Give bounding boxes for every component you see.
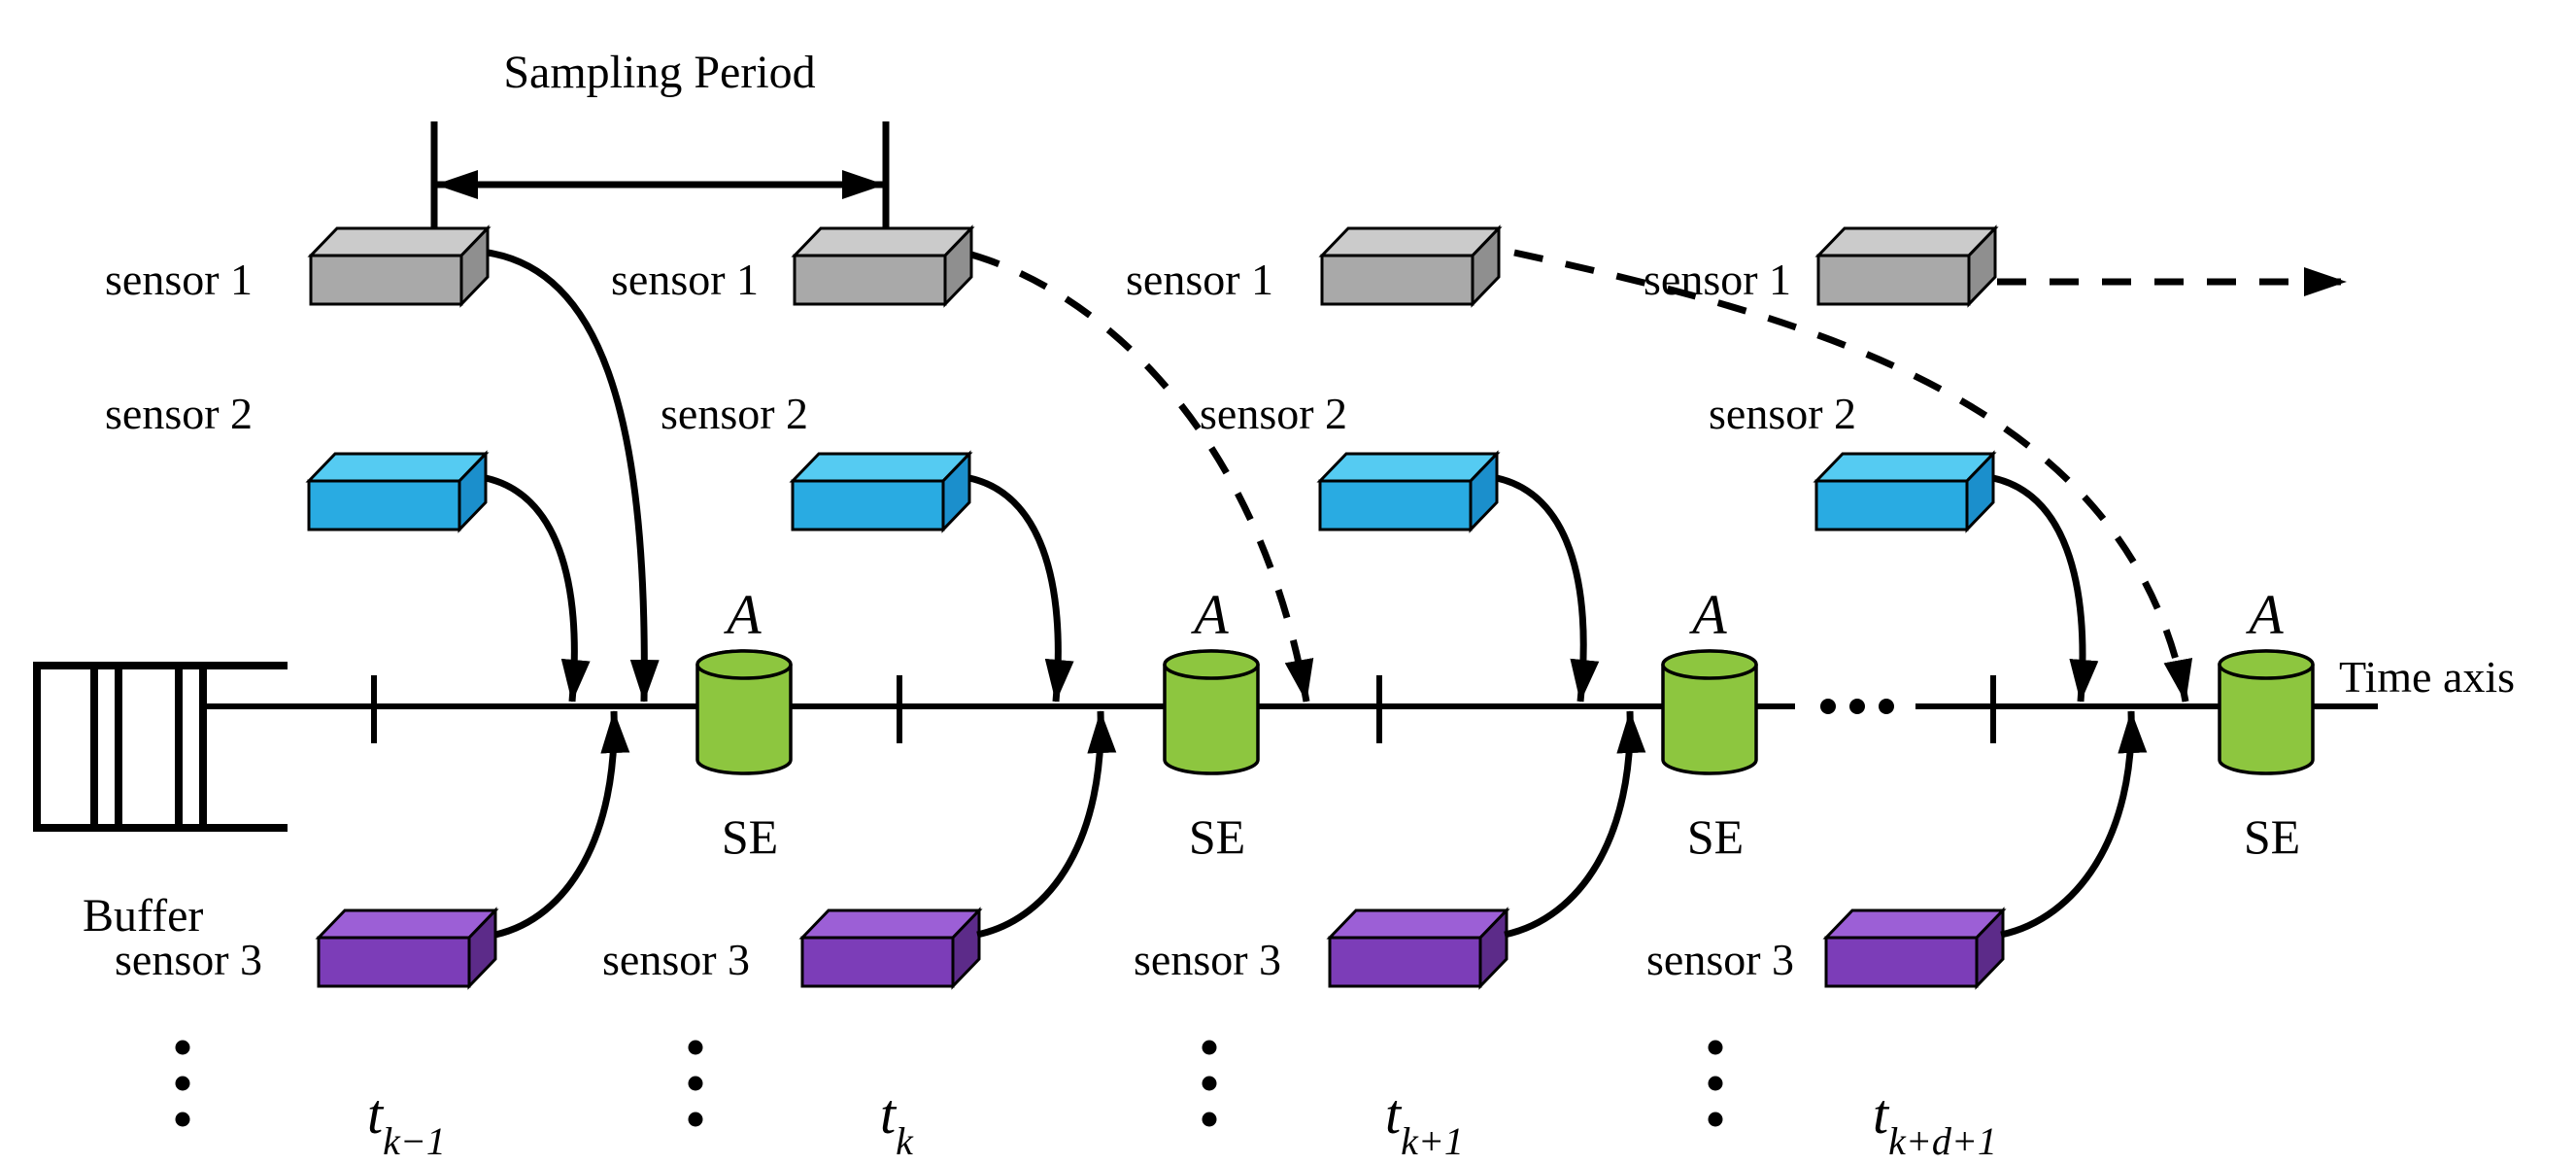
storage-element-cylinder [1163, 649, 1260, 775]
buffer-label: Buffer [83, 890, 203, 942]
sensor3-label: sensor 3 [1646, 935, 1794, 984]
sensor3-arrival-arrow [2000, 710, 2148, 939]
sensor2-box [1316, 450, 1501, 533]
sensor2-arrival-arrow [968, 474, 1074, 702]
time-label-tkd1: tk+d+1 [1873, 1082, 1997, 1163]
sensor2-box [789, 450, 973, 533]
sensor1-label: sensor 1 [1644, 255, 1791, 304]
time-label-tk: tk [880, 1082, 914, 1163]
vertical-ellipsis [175, 1040, 190, 1127]
sensor2-box [305, 450, 490, 533]
sensor3-arrival-arrow [494, 710, 630, 939]
sensor3-label: sensor 3 [602, 935, 750, 984]
sensor1-label: sensor 1 [611, 255, 759, 304]
cylinder-se-label: SE [1687, 809, 1744, 864]
sensor1-label: sensor 1 [105, 255, 253, 304]
cylinder-a-label: A [1688, 583, 1727, 646]
cylinder-a-label: A [723, 583, 762, 646]
sampling-period-label: Sampling Period [503, 47, 815, 98]
sensor3-box [798, 907, 983, 990]
sensor2-label: sensor 2 [661, 389, 808, 438]
sensor2-box [1813, 450, 1997, 533]
cylinder-a-label: A [2245, 583, 2284, 646]
storage-element-cylinder [1661, 649, 1758, 775]
axis-ellipsis-dots [1820, 699, 1894, 714]
sensor1-delayed-arrival-dashed-arrow [970, 251, 1314, 702]
sensor2-label: sensor 2 [1709, 389, 1856, 438]
sensor2-arrival-arrow [1992, 474, 2099, 702]
sensor1-box [1814, 224, 1999, 308]
sensor2-arrival-arrow [1496, 474, 1600, 702]
time-axis-label: Time axis [2339, 652, 2515, 702]
sensor2-label: sensor 2 [1200, 389, 1347, 438]
sensor3-box [1326, 907, 1510, 990]
sensor1-delayed-arrival-dashed-arrow [1513, 249, 2193, 702]
sensor1-box [1318, 224, 1503, 308]
sampling-group-tk1: sensor 1 sensor 2 sensor 3 A SE tk+1 [1126, 224, 2193, 1163]
time-label-tk1: tk+1 [1385, 1082, 1464, 1163]
cylinder-a-label: A [1190, 583, 1229, 646]
sampling-group-tkd1: sensor 1 sensor 2 sensor 3 A SE tk+d+1 [1644, 224, 2347, 1163]
vertical-ellipsis [1202, 1040, 1217, 1127]
sensor1-arrival-arrow [487, 249, 660, 702]
sensor2-arrival-arrow [485, 474, 591, 702]
time-label-tk-1: tk−1 [367, 1082, 446, 1163]
sensor3-label: sensor 3 [1134, 935, 1281, 984]
cylinder-se-label: SE [722, 809, 778, 864]
buffer-queue: Buffer [33, 662, 288, 942]
sampling-group-tk-1: sensor 1 sensor 2 sensor 3 A SE tk−1 [105, 224, 793, 1163]
sensor3-label: sensor 3 [115, 935, 262, 984]
sampling-period-bracket: Sampling Period [430, 47, 890, 250]
cylinder-se-label: SE [1189, 809, 1245, 864]
sensor1-box [307, 224, 491, 308]
sampling-group-tk: sensor 1 sensor 2 sensor 3 A SE tk [602, 224, 1314, 1163]
sensor1-box [791, 224, 975, 308]
time-axis: Time axis [202, 652, 2515, 743]
storage-element-cylinder [695, 649, 793, 775]
cylinder-se-label: SE [2244, 809, 2300, 864]
sensor1-label: sensor 1 [1126, 255, 1273, 304]
storage-element-cylinder [2218, 649, 2315, 775]
sensor2-label: sensor 2 [105, 389, 253, 438]
vertical-ellipsis [688, 1040, 703, 1127]
vertical-ellipsis [1708, 1040, 1723, 1127]
sensor3-arrival-arrow [976, 710, 1117, 939]
sensor3-arrival-arrow [1504, 710, 1646, 939]
sensor3-box [315, 907, 499, 990]
sensor3-box [1822, 907, 2007, 990]
